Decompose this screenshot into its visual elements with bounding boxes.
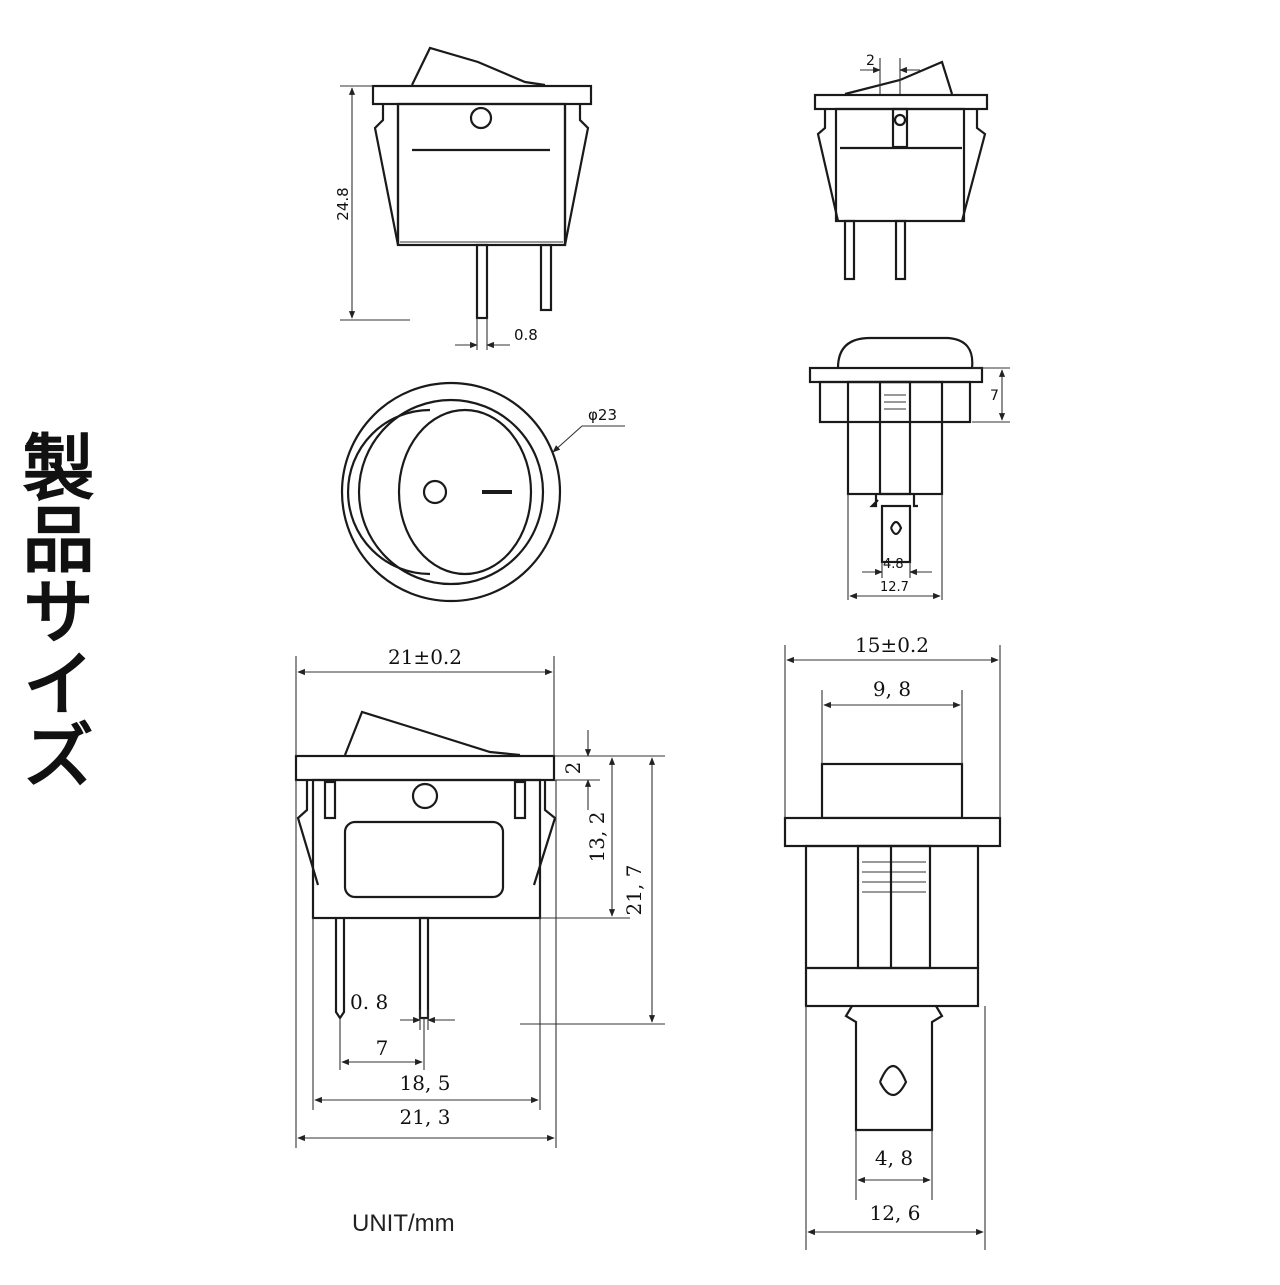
dim-mr-pin: 4.8	[883, 557, 904, 572]
view-front-large: 21±0.2 2 13, 2 21, 7 0. 8 7 18, 5 21, 3	[294, 645, 665, 1148]
dim-bl-bezel: 2	[561, 762, 585, 775]
dim-bl-width-top: 21±0.2	[388, 645, 462, 669]
view-front-small: 24.8 0.8	[334, 46, 593, 350]
dim-br-pin: 4, 8	[875, 1146, 913, 1170]
dim-bl-pin: 0. 8	[350, 990, 388, 1014]
dim-bl-bottom: 21, 3	[400, 1105, 451, 1129]
dim-mr-width: 12.7	[880, 580, 909, 595]
dim-bl-body: 13, 2	[585, 812, 609, 863]
dim-br-bottom: 12, 6	[870, 1201, 921, 1225]
dim-tl-pin: 0.8	[514, 326, 538, 344]
dim-bl-base: 18, 5	[400, 1071, 451, 1095]
unit-label: UNIT/mm	[352, 1210, 455, 1237]
page-title: 製品サイズ	[10, 430, 94, 790]
dim-bl-total: 21, 7	[622, 865, 646, 916]
dim-ml-diameter: φ23	[588, 406, 617, 424]
view-side-small: 2	[813, 53, 989, 281]
dim-mr-height: 7	[990, 388, 999, 404]
dim-tl-height: 24.8	[334, 187, 352, 220]
view-side-tab: 7 4.8 12.7	[808, 336, 1010, 600]
view-side-large: 15±0.2 9, 8 4, 8 12, 6	[783, 633, 1002, 1250]
dim-bl-pitch: 7	[376, 1036, 389, 1060]
dim-br-width-top: 15±0.2	[855, 633, 929, 657]
dim-br-rocker: 9, 8	[873, 677, 911, 701]
view-top-round: φ23	[340, 381, 625, 603]
dim-tr-offset: 2	[866, 53, 875, 69]
